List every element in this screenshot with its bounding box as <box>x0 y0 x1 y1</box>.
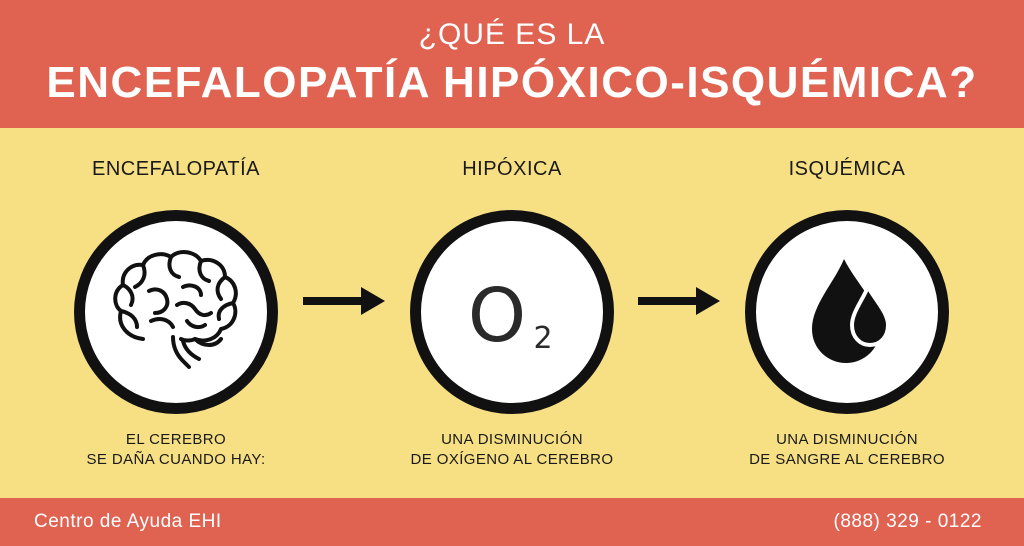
description-line: DE SANGRE AL CEREBRO <box>749 451 945 468</box>
icon-circle <box>74 210 278 414</box>
header-title: ENCEFALOPATÍA HIPÓXICO-ISQUÉMICA? <box>46 58 978 107</box>
right-arrow-icon <box>303 287 385 315</box>
column-isquemica: ISQUÉMICA UNA DISMINUCIÓN DE SANGRE AL C… <box>697 128 997 498</box>
o2-subscript: 2 <box>533 321 552 356</box>
o2-letter: O <box>468 273 526 359</box>
brain-icon <box>113 250 238 369</box>
blood-drop-icon <box>812 259 891 363</box>
organization-name: Centro de Ayuda EHI <box>34 511 222 532</box>
header-banner: ¿QUÉ ES LA ENCEFALOPATÍA HIPÓXICO-ISQUÉM… <box>0 0 1024 128</box>
header-subtitle: ¿QUÉ ES LA <box>418 18 606 51</box>
description-line: SE DAÑA CUANDO HAY: <box>86 451 266 468</box>
column-description: UNA DISMINUCIÓN DE SANGRE AL CEREBRO <box>697 430 997 470</box>
column-description: EL CEREBRO SE DAÑA CUANDO HAY: <box>26 430 326 470</box>
column-hipoxica: HIPÓXICA O 2 UNA DISMINUCIÓN DE OXÍGENO … <box>362 128 662 498</box>
icon-circle: O 2 <box>410 210 614 414</box>
oxygen-o2-icon: O 2 <box>468 273 553 359</box>
footer-bar: Centro de Ayuda EHI (888) 329 - 0122 <box>0 498 1024 546</box>
column-title: ENCEFALOPATÍA <box>91 158 261 180</box>
description-line: DE OXÍGENO AL CEREBRO <box>410 451 614 468</box>
icon-circle <box>745 210 949 414</box>
right-arrow-icon <box>638 287 720 315</box>
phone-number[interactable]: (888) 329 - 0122 <box>833 511 982 532</box>
description-line: UNA DISMINUCIÓN <box>441 431 583 448</box>
column-title: ISQUÉMICA <box>788 158 906 180</box>
column-title: HIPÓXICA <box>462 158 562 180</box>
description-line: EL CEREBRO <box>125 431 227 448</box>
description-line: UNA DISMINUCIÓN <box>776 431 918 448</box>
column-encefalopatia: ENCEFALOPATÍA <box>26 128 326 498</box>
column-description: UNA DISMINUCIÓN DE OXÍGENO AL CEREBRO <box>362 430 662 470</box>
diagram-area: ENCEFALOPATÍA <box>0 128 1024 498</box>
